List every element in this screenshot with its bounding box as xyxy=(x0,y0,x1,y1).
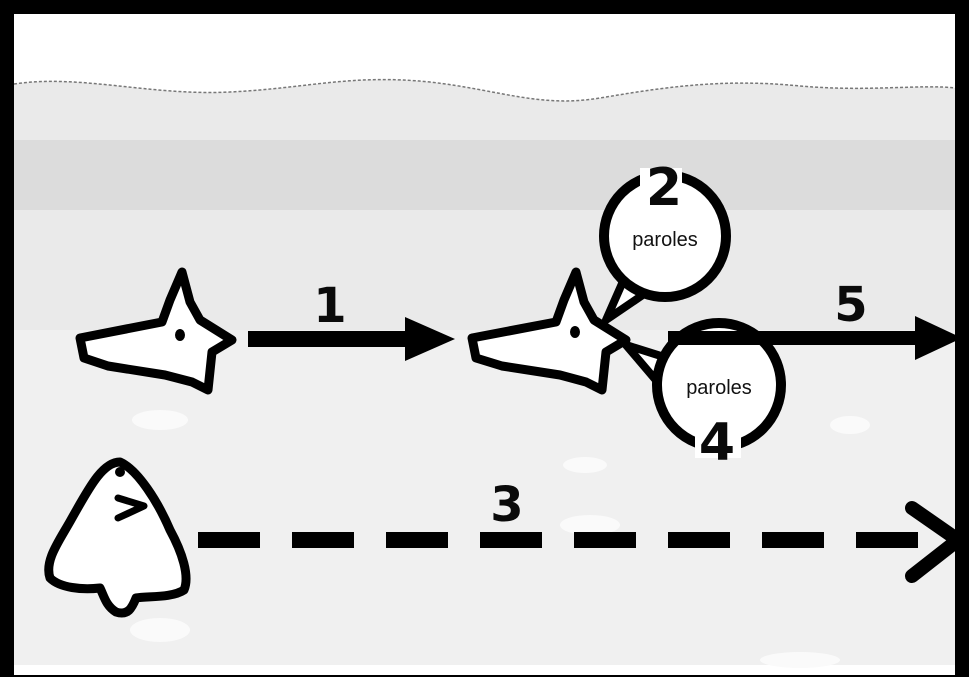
far-field-band xyxy=(14,140,956,210)
speech-bubble-4 xyxy=(622,318,786,458)
ground-patch xyxy=(560,515,620,535)
bird-bottom xyxy=(44,457,191,618)
ground-patch xyxy=(830,416,870,434)
ground-patch xyxy=(132,410,188,430)
step-number-1: 1 xyxy=(313,278,346,334)
arrow-5 xyxy=(668,316,962,360)
near-field xyxy=(14,330,956,665)
step-number-5: 5 xyxy=(834,277,867,333)
speech-bubble-2 xyxy=(599,168,731,324)
ground-patch xyxy=(760,652,840,668)
bird-middle xyxy=(467,267,631,395)
step-number-3: 3 xyxy=(490,477,523,533)
ground-patch xyxy=(563,457,607,473)
step-number-4: 4 xyxy=(699,413,735,473)
ground-patch xyxy=(130,618,190,642)
bubble-text-4: paroles xyxy=(686,377,752,399)
bird-left xyxy=(75,267,237,395)
step-number-2: 2 xyxy=(646,158,682,218)
arrow-1 xyxy=(248,317,455,361)
bubble-text-2: paroles xyxy=(632,229,698,251)
hill-outline xyxy=(13,78,957,102)
